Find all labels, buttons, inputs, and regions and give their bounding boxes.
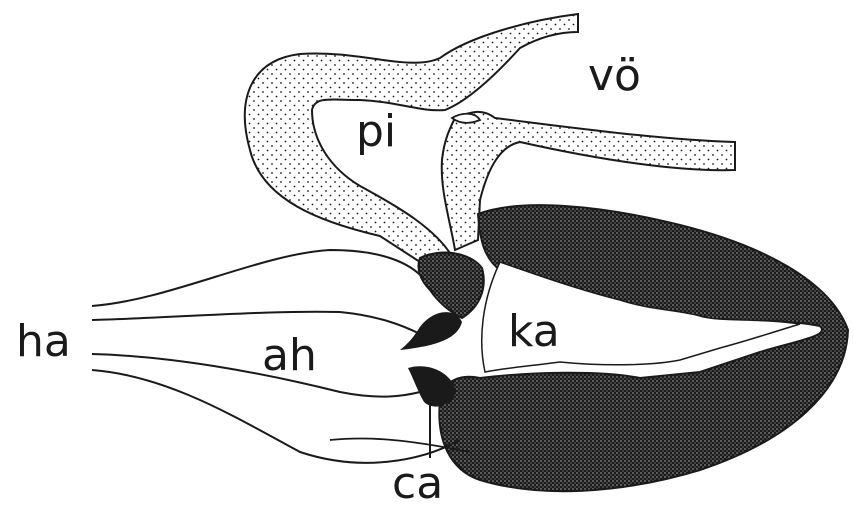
label-ha: ha <box>16 320 71 364</box>
av-valve-lower <box>408 366 456 406</box>
atrium-outline-upper-inner <box>92 312 420 334</box>
atrium-outline-upper <box>92 250 425 306</box>
label-pi: pi <box>356 110 396 154</box>
valve-flap-upper <box>452 114 480 123</box>
atrium-outline-lower-inner <box>92 354 420 397</box>
label-ah: ah <box>262 334 317 378</box>
conus-block <box>418 253 483 318</box>
label-ka: ka <box>508 310 560 354</box>
atrium-outline-lower <box>92 370 460 463</box>
av-valve-upper <box>400 312 462 350</box>
label-vo: vö <box>588 54 641 98</box>
label-ca: ca <box>392 462 443 506</box>
